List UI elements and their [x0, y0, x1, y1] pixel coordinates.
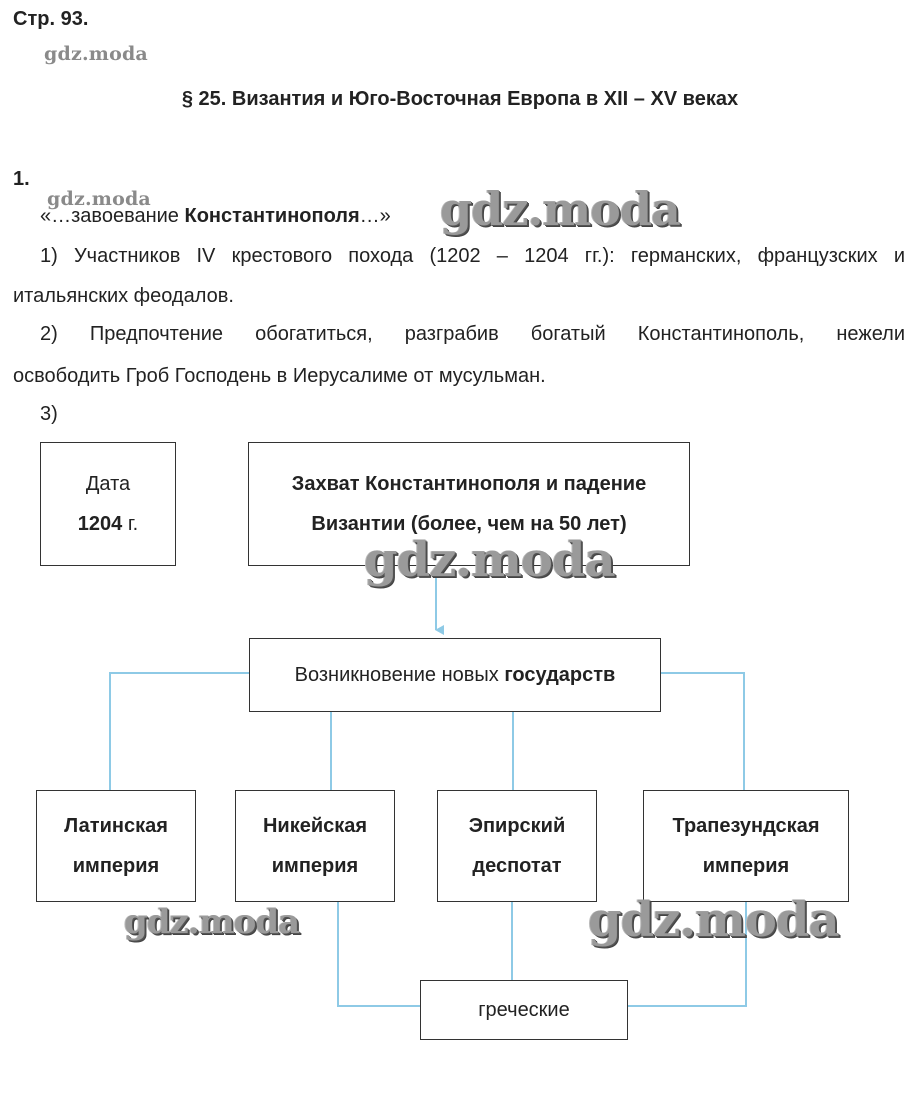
section-title: § 25. Византия и Юго-Восточная Европа в … [181, 88, 739, 110]
quote-close-text: …» [359, 205, 391, 227]
state-box-latin: Латинская империя [36, 790, 196, 902]
date-label: Дата [85, 473, 131, 495]
page-reference: Стр. 93. [13, 8, 89, 30]
quote-bold-text: Константинополя [184, 205, 360, 227]
state-epirus-line-1: Эпирский [468, 815, 566, 837]
state-nicaea-line-2: империя [271, 855, 359, 877]
connector-latin [109, 672, 249, 790]
state-box-trebizond: Трапезундская империя [643, 790, 849, 902]
greek-label: греческие [478, 999, 570, 1021]
connector-trebizond-greek [627, 900, 747, 1007]
date-box: Дата 1204 г. [40, 442, 176, 566]
watermark-large: gdz.moda [588, 892, 840, 948]
watermark-large: gdz.moda [364, 532, 616, 588]
state-trebizond-line-2: империя [702, 855, 790, 877]
watermark-small: gdz.moda [44, 43, 148, 65]
answer-2-line-2: освободить Гроб Господень в Иерусалиме о… [13, 365, 546, 387]
state-box-epirus: Эпирский деспотат [437, 790, 597, 902]
event-box: Захват Константинополя и падение Византи… [248, 442, 690, 566]
state-box-nicaea: Никейская империя [235, 790, 395, 902]
watermark-large: gdz.moda [440, 182, 681, 236]
new-states-bold: государств [504, 664, 616, 686]
task-number: 1. [13, 168, 30, 190]
date-value: 1204 г. [78, 504, 138, 544]
state-nicaea-line-1: Никейская [262, 815, 368, 837]
quote-line: «…завоевание Константинополя…» [40, 196, 391, 236]
answer-3-label: 3) [40, 403, 58, 425]
answer-1-line-1: 1) Участников IV крестового похода (1202… [40, 245, 905, 267]
state-latin-line-2: империя [72, 855, 160, 877]
state-trebizond-line-1: Трапезундская [672, 815, 820, 837]
new-states-box: Возникновение новых государств [249, 638, 661, 712]
connector-trebizond [660, 672, 745, 790]
watermark-small: gdz.moda [47, 188, 151, 210]
watermark-large: gdz.moda [124, 902, 300, 942]
event-line-2: Византии (более, чем на 50 лет) [311, 513, 627, 535]
date-suffix: г. [122, 513, 139, 535]
greek-box: греческие [420, 980, 628, 1040]
state-epirus-line-2: деспотат [472, 855, 562, 877]
connector-nicaea-greek [337, 900, 420, 1007]
answer-2-line-1: 2) Предпочтение обогатиться, разграбив б… [40, 323, 905, 345]
event-line-1: Захват Константинополя и падение [291, 473, 647, 495]
quote-open-text: «…завоевание [40, 205, 185, 227]
date-year: 1204 [77, 513, 123, 535]
answer-1-line-2: итальянских феодалов. [13, 285, 234, 307]
new-states-text: Возникновение новых [294, 664, 505, 686]
state-latin-line-1: Латинская [64, 815, 168, 837]
